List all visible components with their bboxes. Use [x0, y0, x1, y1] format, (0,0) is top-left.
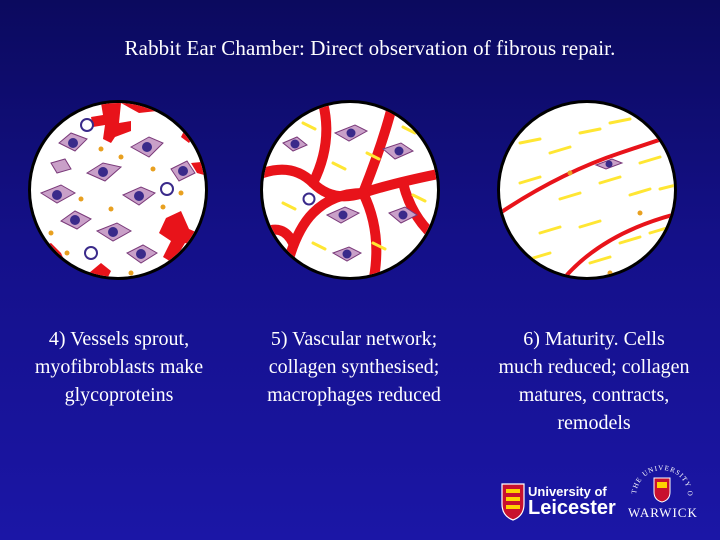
caption-line: 5) Vascular network; [244, 325, 464, 353]
tissue-illustration-1 [31, 103, 208, 280]
caption-line: remodels [478, 409, 710, 437]
circle-maturity [497, 100, 677, 280]
caption-line: much reduced; collagen [478, 353, 710, 381]
tissue-illustration-2 [263, 103, 440, 280]
caption-line: collagen synthesised; [244, 353, 464, 381]
caption-line: 4) Vessels sprout, [10, 325, 228, 353]
blood-vessels [500, 133, 677, 280]
warwick-logo-text: WARWICK [628, 505, 698, 521]
leicester-logo-text-name: Leicester [528, 497, 616, 520]
slide-title: Rabbit Ear Chamber: Direct observation o… [0, 36, 720, 61]
circle-vascular-network [260, 100, 440, 280]
caption-panel-3: 6) Maturity. Cells much reduced; collage… [478, 325, 710, 437]
tissue-illustration-3 [500, 103, 677, 280]
caption-line: myofibroblasts make [10, 353, 228, 381]
caption-panel-2: 5) Vascular network; collagen synthesise… [244, 325, 464, 409]
caption-line: matures, contracts, [478, 381, 710, 409]
circle-vessels-sprout [28, 100, 208, 280]
caption-line: glycoproteins [10, 381, 228, 409]
caption-line: macrophages reduced [244, 381, 464, 409]
caption-panel-1: 4) Vessels sprout, myofibroblasts make g… [10, 325, 228, 409]
caption-line: 6) Maturity. Cells [478, 325, 710, 353]
